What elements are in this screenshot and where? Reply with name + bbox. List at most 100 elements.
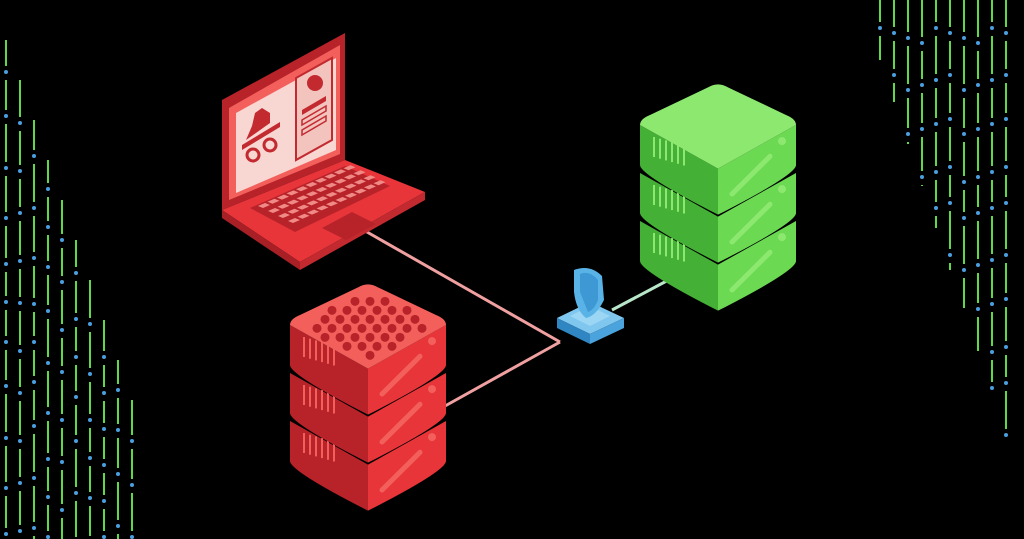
rain-dot: [1004, 117, 1008, 121]
rain-dot: [102, 499, 106, 503]
rain-dot: [4, 114, 8, 118]
server-drive-slot: [729, 153, 773, 197]
keyboard-key: [324, 173, 337, 179]
keyboard-key: [258, 203, 270, 208]
rain-dot: [60, 508, 64, 512]
keyboard-key: [345, 192, 357, 198]
rain-dot: [1004, 201, 1008, 205]
rain-dot: [948, 201, 952, 205]
rain-dot: [1004, 345, 1008, 349]
rain-dot: [934, 122, 938, 126]
keyboard-key: [335, 187, 347, 193]
rain-dot: [892, 73, 896, 77]
rain-dot: [102, 391, 106, 395]
rain-dot: [990, 26, 994, 30]
server-top-hex: [365, 350, 375, 360]
keyboard-key: [305, 182, 318, 187]
rain-dot: [18, 439, 22, 443]
server-top-hex: [372, 305, 382, 315]
rain-dot: [130, 535, 134, 539]
digital-rain-right: [878, 0, 1008, 437]
server-status-led: [778, 233, 786, 242]
server-top-hex: [350, 332, 360, 342]
rain-dot: [962, 36, 966, 40]
keyboard-key: [277, 203, 290, 209]
rain-dot: [4, 340, 8, 344]
rain-dot: [1004, 297, 1008, 301]
rain-dot: [4, 486, 8, 490]
server-top-hex: [372, 341, 382, 351]
rain-dot: [4, 262, 8, 266]
rain-dot: [990, 258, 994, 262]
rain-dot: [948, 31, 952, 35]
rain-dot: [892, 31, 896, 35]
rain-dot: [18, 529, 22, 533]
server-top-hex: [357, 323, 367, 333]
rain-dot: [18, 349, 22, 353]
keyboard-key: [315, 177, 327, 183]
server-top-face: [290, 284, 446, 369]
rain-dot: [74, 439, 78, 443]
rain-dot: [32, 380, 36, 384]
server-top-hex: [350, 314, 360, 324]
rain-dot: [878, 26, 882, 30]
keyboard-key: [373, 180, 386, 186]
rain-dot: [934, 26, 938, 30]
server-status-led: [778, 185, 786, 194]
rain-dot: [74, 491, 78, 495]
keyboard-key: [353, 170, 366, 176]
incognito-spy-icon: [242, 108, 280, 163]
rain-dot: [1004, 73, 1008, 77]
server-top-hex: [410, 314, 420, 324]
rain-dot: [32, 476, 36, 480]
rain-dot: [116, 524, 120, 528]
rain-dot: [948, 73, 952, 77]
rain-dot: [920, 41, 924, 45]
rain-dot: [130, 439, 134, 443]
server-top-hex: [327, 323, 337, 333]
rain-dot: [976, 175, 980, 179]
rain-dot: [906, 36, 910, 40]
rain-dot: [962, 216, 966, 220]
rain-dot: [46, 361, 50, 365]
rain-dot: [32, 302, 36, 306]
rain-dot: [962, 180, 966, 184]
keyboard-key: [296, 195, 309, 201]
red-server-to-firewall-link: [444, 340, 561, 408]
rain-dot: [1004, 433, 1008, 437]
server-top-hex: [320, 314, 330, 324]
rain-dot: [990, 350, 994, 354]
rain-dot: [4, 216, 8, 220]
rain-dot: [88, 418, 92, 422]
rain-dot: [1004, 31, 1008, 35]
rain-dot: [976, 83, 980, 87]
rain-dot: [116, 472, 120, 476]
rain-dot: [46, 187, 50, 191]
server-drive-slot: [379, 449, 423, 493]
rain-dot: [4, 166, 8, 170]
server-top-hex: [380, 296, 390, 306]
rain-dot: [976, 211, 980, 215]
server-top-hex: [395, 314, 405, 324]
keyboard-key: [335, 197, 348, 202]
server-top-hex: [372, 323, 382, 333]
rain-dot: [976, 307, 980, 311]
rain-dot: [934, 206, 938, 210]
rain-dot: [4, 532, 8, 536]
rain-dot: [116, 388, 120, 392]
rain-dot: [962, 268, 966, 272]
keyboard-key: [344, 174, 356, 180]
keyboard-key: [297, 204, 309, 210]
keyboard-key: [354, 188, 367, 194]
rain-dot: [990, 302, 994, 306]
rain-dot: [976, 263, 980, 267]
rain-dot: [990, 122, 994, 126]
rain-dot: [32, 154, 36, 158]
keyboard-key: [315, 187, 328, 192]
rain-dot: [88, 496, 92, 500]
rain-dot: [46, 535, 50, 539]
rain-dot: [32, 256, 36, 260]
rain-dot: [18, 121, 22, 125]
keyboard-key: [334, 178, 347, 184]
